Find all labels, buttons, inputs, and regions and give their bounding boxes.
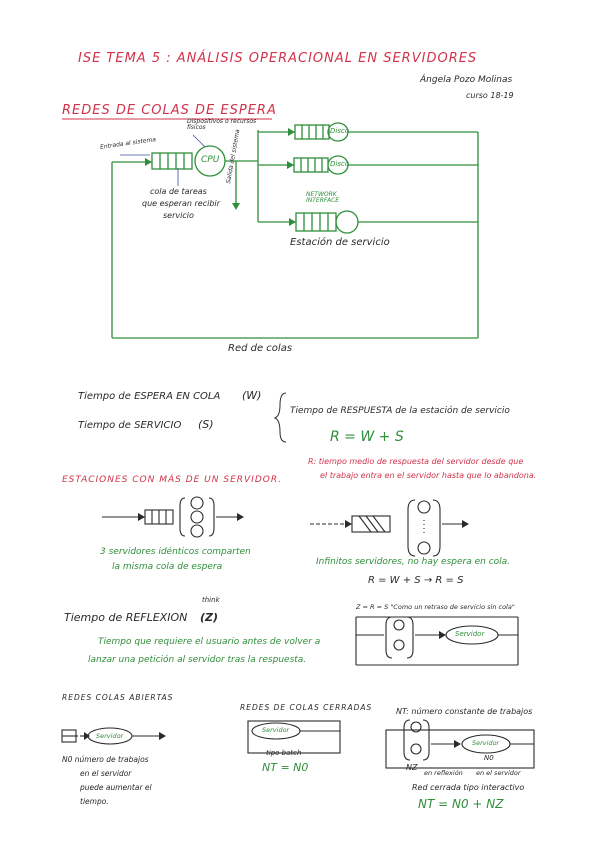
r-definition-2: el trabajo entra en el servidor hasta qu… — [320, 471, 537, 480]
cpu-label: CPU — [201, 155, 220, 165]
abiertas-n0-2: en el servidor — [80, 769, 132, 778]
en-reflexion-label: en reflexión — [424, 769, 463, 777]
page-title: ISE TEMA 5 : ANÁLISIS OPERACIONAL EN SER… — [78, 51, 478, 66]
reflexion-diagram-note: Z = R = S "Como un retraso de servicio s… — [356, 603, 515, 611]
section-heading-abiertas: REDES COLAS ABIERTAS — [62, 693, 174, 702]
section-heading-redes: REDES DE COLAS DE ESPERA — [62, 103, 277, 118]
reflexion-servidor-label: Servidor — [455, 630, 485, 638]
think-label: think — [202, 596, 220, 604]
en-servidor-label: en el servidor — [476, 769, 521, 777]
w-symbol: (W) — [242, 389, 262, 402]
n0-label: N0 — [484, 754, 494, 762]
red-de-colas-label: Red de colas — [228, 343, 293, 354]
estaciones-left-2: la misma cola de espera — [112, 562, 223, 572]
cola-label-2: que esperan recibir — [142, 199, 220, 208]
cerradas-servidor-label: Servidor — [262, 726, 290, 734]
tipo-batch-label: tipo batch — [266, 749, 302, 757]
tipo-interactivo-label: Red cerrada tipo interactivo — [412, 783, 525, 792]
course-label: curso 18-19 — [466, 91, 514, 100]
disco-label-2: Disco — [330, 160, 350, 168]
abiertas-n0-3: puede aumentar el — [80, 783, 152, 792]
nt-definition: NT: número constante de trabajos — [396, 707, 533, 716]
r-formula: R = W + S — [330, 429, 404, 445]
tiempo-servicio-label: Tiempo de SERVICIO — [78, 420, 182, 431]
abiertas-n0-1: N0 número de trabajos — [62, 755, 149, 764]
tiempo-respuesta-label: Tiempo de RESPUESTA de la estación de se… — [290, 406, 510, 416]
r-definition-1: R: tiempo medio de respuesta del servido… — [308, 457, 524, 466]
z-symbol: (Z) — [200, 611, 219, 624]
author-name: Ángela Pozo Molinas — [420, 75, 513, 85]
tiempo-espera-label: Tiempo de ESPERA EN COLA — [78, 391, 221, 402]
abiertas-servidor-label: Servidor — [96, 732, 124, 740]
estacion-label: Estación de servicio — [290, 237, 390, 248]
reflexion-desc-1: Tiempo que requiere el usuario antes de … — [98, 637, 321, 647]
reflexion-desc-2: lanzar una petición al servidor tras la … — [88, 655, 307, 665]
section-heading-cerradas: REDES DE COLAS CERRADAS — [240, 703, 373, 712]
cola-label-1: cola de tareas — [150, 187, 207, 196]
estaciones-right-1: Infinitos servidores, no hay espera en c… — [316, 557, 511, 567]
estaciones-right-formula: R = W + S → R = S — [368, 575, 464, 586]
nz-label: NZ — [406, 763, 418, 772]
estaciones-left-1: 3 servidores idénticos comparten — [100, 547, 251, 557]
section-heading-estaciones: ESTACIONES CON MÁS DE UN SERVIDOR. — [62, 475, 282, 485]
network-label: NETWORK INTERFACE — [306, 191, 340, 204]
nt-eq-batch: NT = N0 — [262, 761, 309, 774]
cola-label-3: servicio — [163, 211, 194, 220]
abiertas-n0-4: tiempo. — [80, 797, 109, 806]
dispositivos-label: Dispositivos o recursos físicos — [187, 118, 257, 131]
disco-label-1: Disco — [330, 127, 350, 135]
nt-eq-interactivo: NT = N0 + NZ — [418, 797, 504, 811]
reflexion-label: Tiempo de REFLEXION — [64, 611, 188, 624]
cerradas-servidor2-label: Servidor — [472, 739, 500, 747]
s-symbol: (S) — [198, 418, 214, 431]
